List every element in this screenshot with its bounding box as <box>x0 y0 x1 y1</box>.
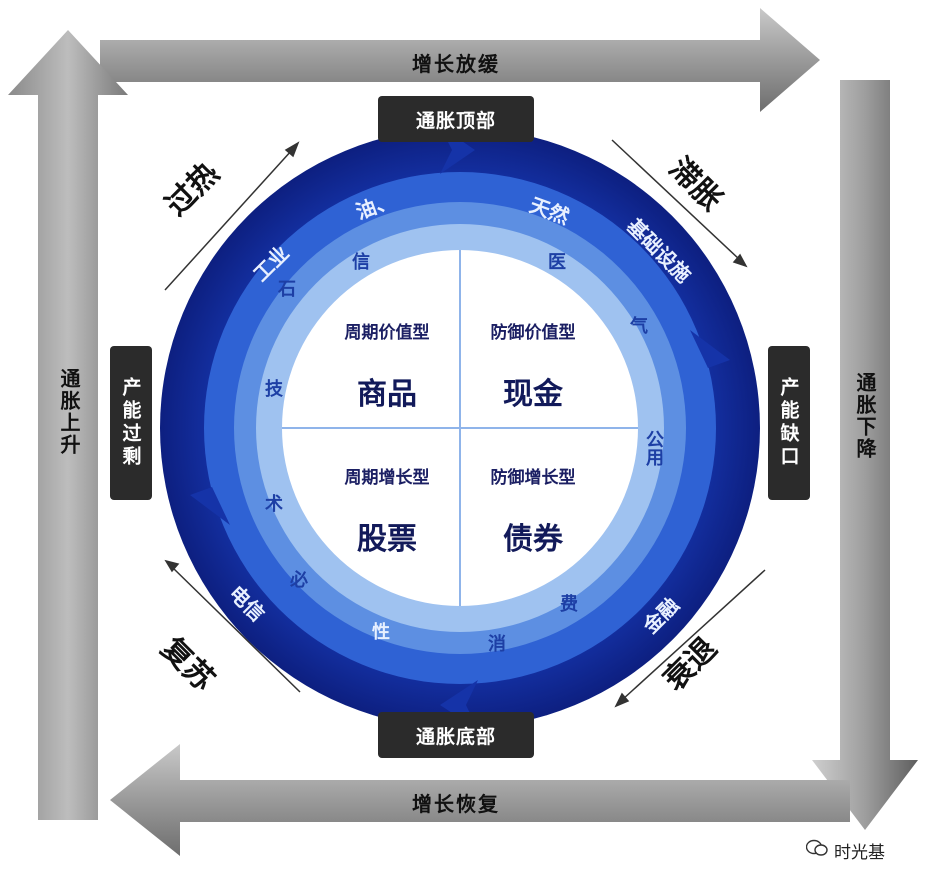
inner-public: 公用 <box>643 430 664 466</box>
inner-medical: 医 <box>548 252 566 273</box>
quadrant-asset: 股票 <box>357 522 417 557</box>
quadrant-bottom-left: 周期增长型 股票 <box>322 463 452 558</box>
inner-gas2: 气 <box>630 316 648 337</box>
quadrant-type: 周期增长型 <box>344 468 430 488</box>
inner-petro: 石 <box>278 279 296 300</box>
right-arrow <box>812 80 918 830</box>
arrow-top-text: 增长放缓 <box>412 52 500 76</box>
quadrant-asset: 商品 <box>357 377 417 412</box>
quadrant-type: 周期价值型 <box>344 323 430 343</box>
inner-art: 术 <box>265 494 283 515</box>
arrow-left-text: 通胀上升 <box>57 368 81 456</box>
label-capacity-gap: 产能缺口 <box>768 346 810 500</box>
quadrant-asset: 现金 <box>503 377 563 412</box>
quadrant-type: 防御增长型 <box>490 468 576 488</box>
quadrant-type: 防御价值型 <box>490 323 576 343</box>
inner-must: 必 <box>290 570 308 591</box>
quadrant-bottom-right: 防御增长型 债券 <box>468 463 598 558</box>
inner-nonessential: 费 <box>560 594 578 615</box>
inner-consume: 消 <box>488 634 506 655</box>
bottom-arrow <box>110 744 850 856</box>
label-inflation-bottom: 通胀底部 <box>378 712 534 758</box>
phase-arrows <box>164 139 766 708</box>
inner-info: 信 <box>352 252 370 273</box>
quadrant-top-left: 周期价值型 商品 <box>322 318 452 413</box>
watermark-text: 时光基 <box>834 843 885 863</box>
arrow-bottom-text: 增长恢复 <box>412 792 500 816</box>
inner-prop: 性 <box>372 622 390 643</box>
watermark: 时光基 <box>805 838 885 863</box>
label-overcapacity: 产能过剩 <box>110 346 152 500</box>
arrow-right-text: 通胀下降 <box>853 372 877 460</box>
top-arrow <box>100 8 820 112</box>
quadrant-asset: 债券 <box>503 522 563 557</box>
left-arrow <box>8 30 128 820</box>
inner-tech: 技 <box>265 379 283 400</box>
wechat-icon <box>805 839 828 862</box>
quadrant-top-right: 防御价值型 现金 <box>468 318 598 413</box>
label-inflation-top: 通胀顶部 <box>378 96 534 142</box>
